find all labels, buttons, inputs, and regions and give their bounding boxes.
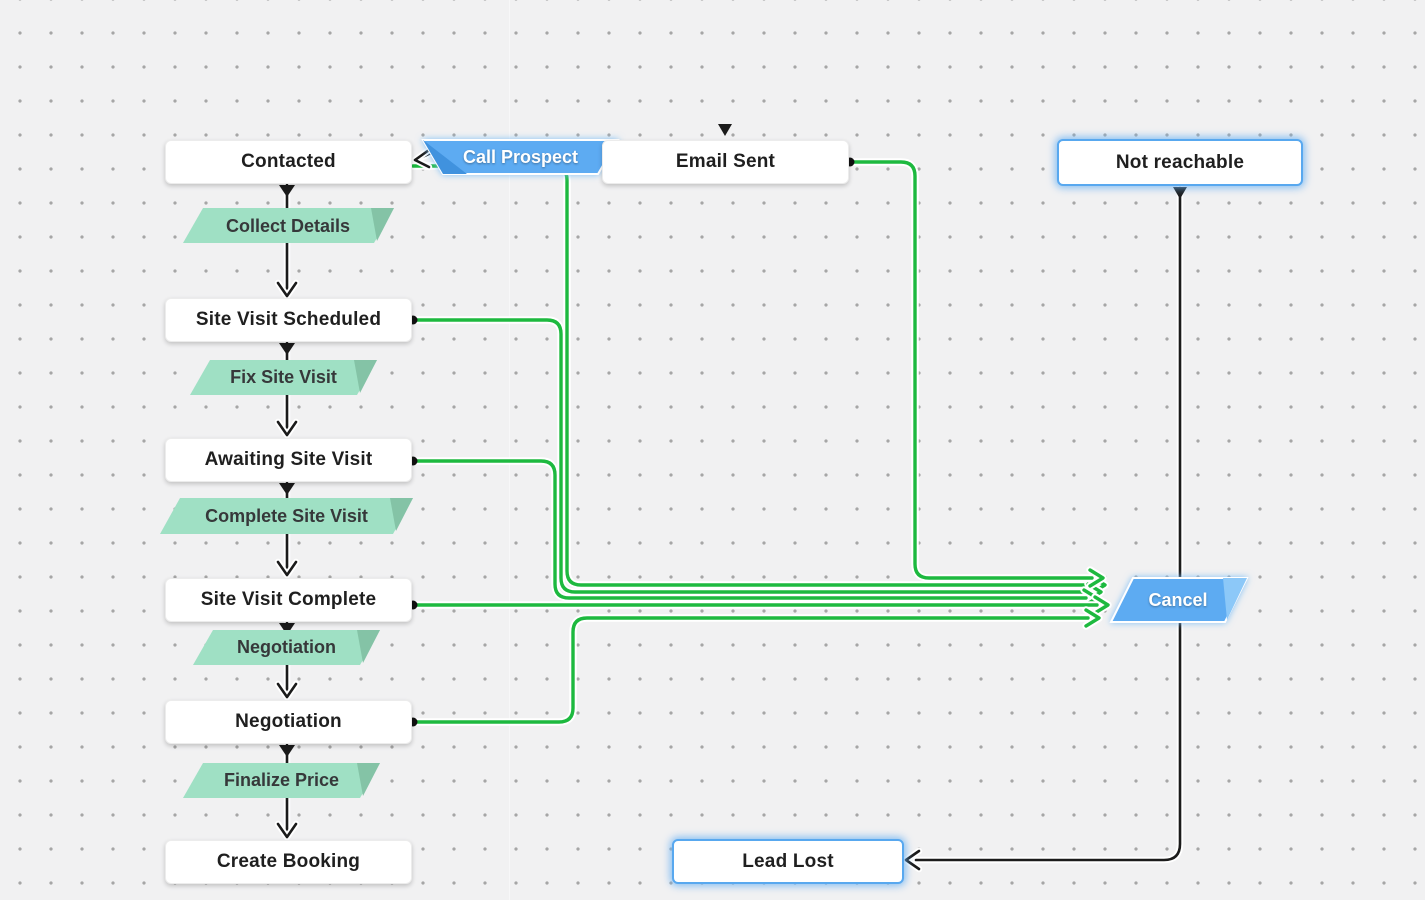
state-lead-lost[interactable]: Lead Lost	[672, 839, 904, 884]
transition-call-prospect[interactable]: Call Prospect	[433, 141, 608, 173]
transition-label: Call Prospect	[462, 146, 579, 167]
transition-complete-site-visit[interactable]: Complete Site Visit	[170, 499, 403, 533]
state-label: Not reachable	[1115, 151, 1245, 173]
transition-collect-details[interactable]: Collect Details	[193, 209, 383, 243]
state-email-sent[interactable]: Email Sent	[602, 140, 849, 184]
transition-label: Fix Site Visit	[230, 367, 337, 387]
connector-incoming-to-email-sent	[718, 124, 732, 136]
state-not-reachable[interactable]: Not reachable	[1057, 139, 1303, 186]
state-label: Site Visit Complete	[200, 589, 377, 610]
ribbon-cancel	[1109, 577, 1249, 623]
transition-finalize-price[interactable]: Finalize Price	[193, 764, 370, 797]
state-site-visit-scheduled[interactable]: Site Visit Scheduled	[165, 298, 412, 342]
state-label: Awaiting Site Visit	[204, 449, 373, 470]
state-negotiation[interactable]: Negotiation	[165, 700, 412, 744]
connector-not-reachable-to-lead-lost	[902, 184, 1187, 873]
state-awaiting-site-visit[interactable]: Awaiting Site Visit	[165, 438, 412, 482]
state-create-booking[interactable]: Create Booking	[165, 840, 412, 884]
transition-label: Negotiation	[237, 637, 336, 657]
ribbon-collect-details	[183, 208, 394, 243]
connector-contacted-to-cancel	[409, 162, 1109, 597]
transition-label: Collect Details	[225, 215, 351, 236]
transition-label: Finalize Price	[223, 770, 340, 790]
canvas-seam	[509, 0, 510, 900]
ribbon-negotiation	[193, 630, 380, 665]
transition-cancel[interactable]: Cancel	[1121, 579, 1235, 621]
state-label: Create Booking	[216, 851, 361, 872]
connector-negotiation-to-cancel	[410, 606, 1103, 726]
transition-label: Cancel	[1148, 589, 1208, 610]
state-site-visit-complete[interactable]: Site Visit Complete	[165, 578, 412, 622]
connector-site-visit-complete-to-cancel	[410, 593, 1112, 617]
transition-fix-site-visit[interactable]: Fix Site Visit	[200, 361, 367, 394]
state-label: Lead Lost	[742, 850, 834, 872]
state-contacted[interactable]: Contacted	[165, 140, 412, 184]
state-label: Email Sent	[675, 151, 776, 172]
connector-email-sent-to-cancel	[846, 158, 1107, 590]
state-label: Negotiation	[235, 711, 342, 732]
ribbon-fix-site-visit	[190, 360, 377, 395]
transition-label: Complete Site Visit	[205, 505, 368, 526]
state-label: Contacted	[241, 151, 336, 172]
transition-negotiation[interactable]: Negotiation	[203, 631, 370, 664]
ribbon-complete-site-visit	[160, 498, 413, 534]
ribbon-call-prospect	[421, 139, 620, 175]
state-label: Site Visit Scheduled	[195, 309, 382, 330]
ribbon-finalize-price	[183, 763, 380, 798]
